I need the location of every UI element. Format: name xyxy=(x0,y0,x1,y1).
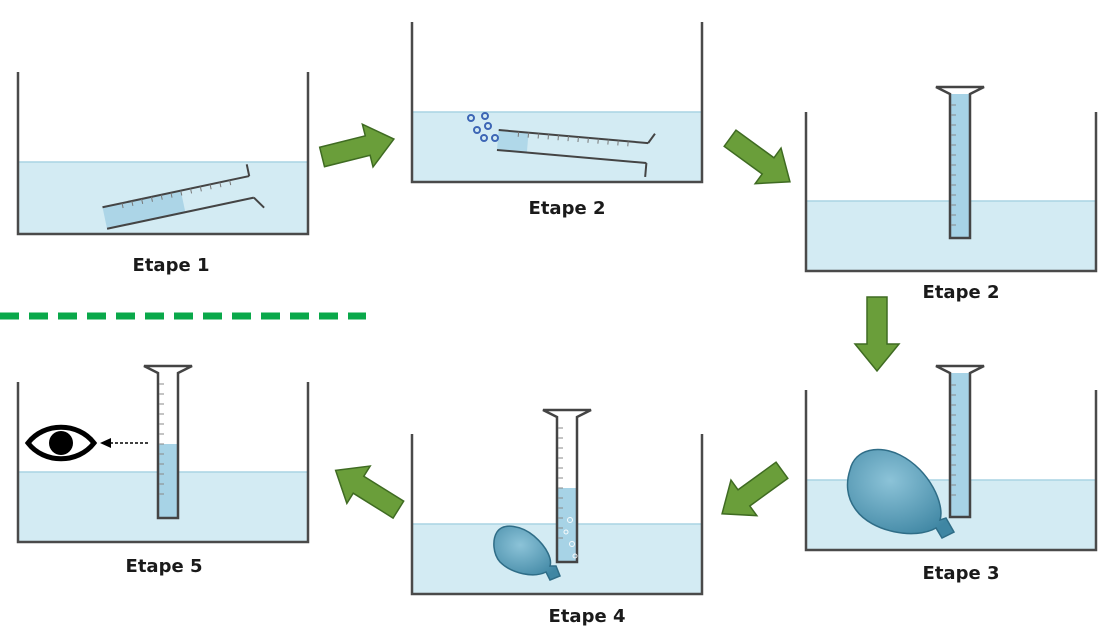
step5-panel xyxy=(16,364,310,544)
step2a-label: Etape 2 xyxy=(528,198,606,219)
step3-cylinder-icon xyxy=(935,364,985,519)
sight-line-arrow-icon xyxy=(100,438,148,448)
step2b-label: Etape 2 xyxy=(922,282,1000,303)
step5-container xyxy=(16,382,310,544)
step3-container xyxy=(804,390,1098,552)
step3-panel xyxy=(804,364,1098,552)
step2a-container xyxy=(410,22,704,184)
step4-container xyxy=(410,434,704,596)
arrow-icon-3 xyxy=(853,296,901,373)
step4-label: Etape 4 xyxy=(548,606,626,627)
step2a-water xyxy=(412,112,702,182)
eye-icon xyxy=(24,424,98,462)
arrow-icon-1 xyxy=(318,122,396,169)
step2b-container xyxy=(804,112,1098,273)
step2b-panel xyxy=(804,85,1098,273)
step5-cylinder-icon xyxy=(143,364,193,520)
step1-container xyxy=(16,72,310,236)
step2a-bubbles xyxy=(467,112,499,142)
step1-label: Etape 1 xyxy=(132,255,210,276)
step5-label: Etape 5 xyxy=(125,556,203,577)
step3-label: Etape 3 xyxy=(922,563,1000,584)
step1-tube-icon xyxy=(102,164,265,230)
arrow-icon-4 xyxy=(721,461,789,517)
step4-balloon-icon xyxy=(493,525,561,581)
step2b-cylinder-icon xyxy=(935,85,985,240)
step4-cylinder-icon xyxy=(542,408,592,564)
step3-balloon-icon xyxy=(846,448,956,539)
arrow-icon-2 xyxy=(723,129,791,185)
step1-panel xyxy=(16,72,310,236)
step2a-tube-icon xyxy=(496,129,656,178)
step2a-panel xyxy=(410,22,704,184)
step4-panel xyxy=(410,408,704,596)
arrow-icon-5 xyxy=(334,465,405,520)
